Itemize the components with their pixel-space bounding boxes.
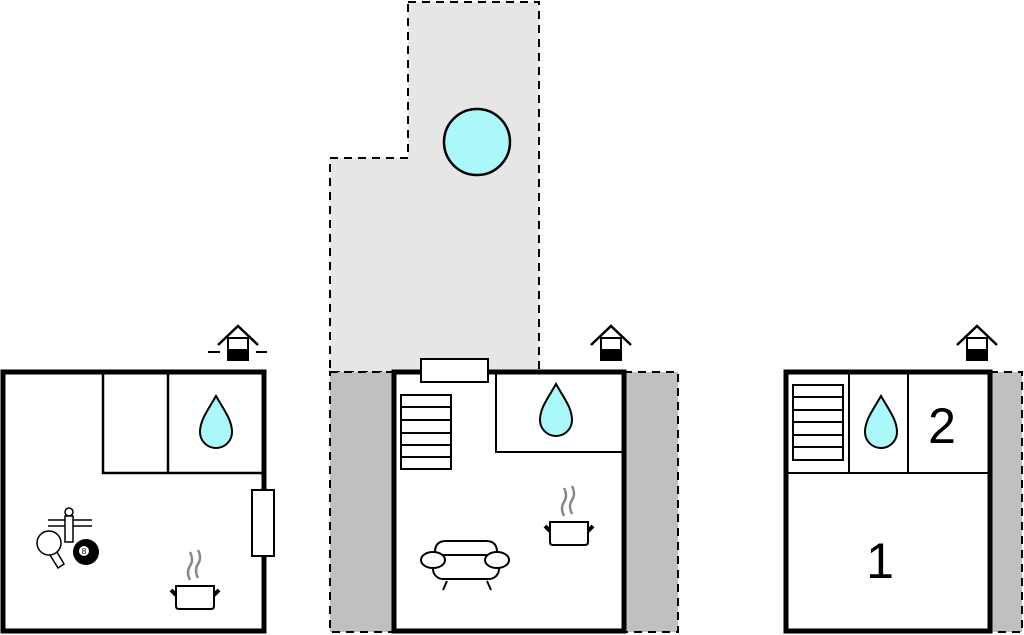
unit-middle: [329, 324, 679, 634]
pool-icon: [442, 107, 512, 177]
floor-label-upper: 2: [928, 398, 956, 454]
annex-right: [989, 371, 1023, 633]
house-entrance-icon: [589, 324, 633, 362]
house-entrance-icon: [955, 324, 999, 362]
terrace: [329, 1, 540, 373]
unit-right: 2 1: [783, 324, 1023, 634]
annex-right: [623, 371, 679, 633]
floor-label-ground: 1: [866, 533, 894, 589]
svg-text:8: 8: [82, 547, 87, 556]
house-entrance-icon: [216, 324, 260, 362]
annex-left: [329, 371, 395, 633]
table-tennis-icon: [36, 530, 66, 570]
stairs-icon: [792, 384, 844, 461]
foosball-icon: [48, 507, 92, 543]
stairs-icon: [400, 394, 452, 470]
unit-left: 8: [0, 324, 275, 634]
sofa-icon: [420, 540, 510, 591]
billiard-ball-icon: 8: [73, 539, 99, 565]
